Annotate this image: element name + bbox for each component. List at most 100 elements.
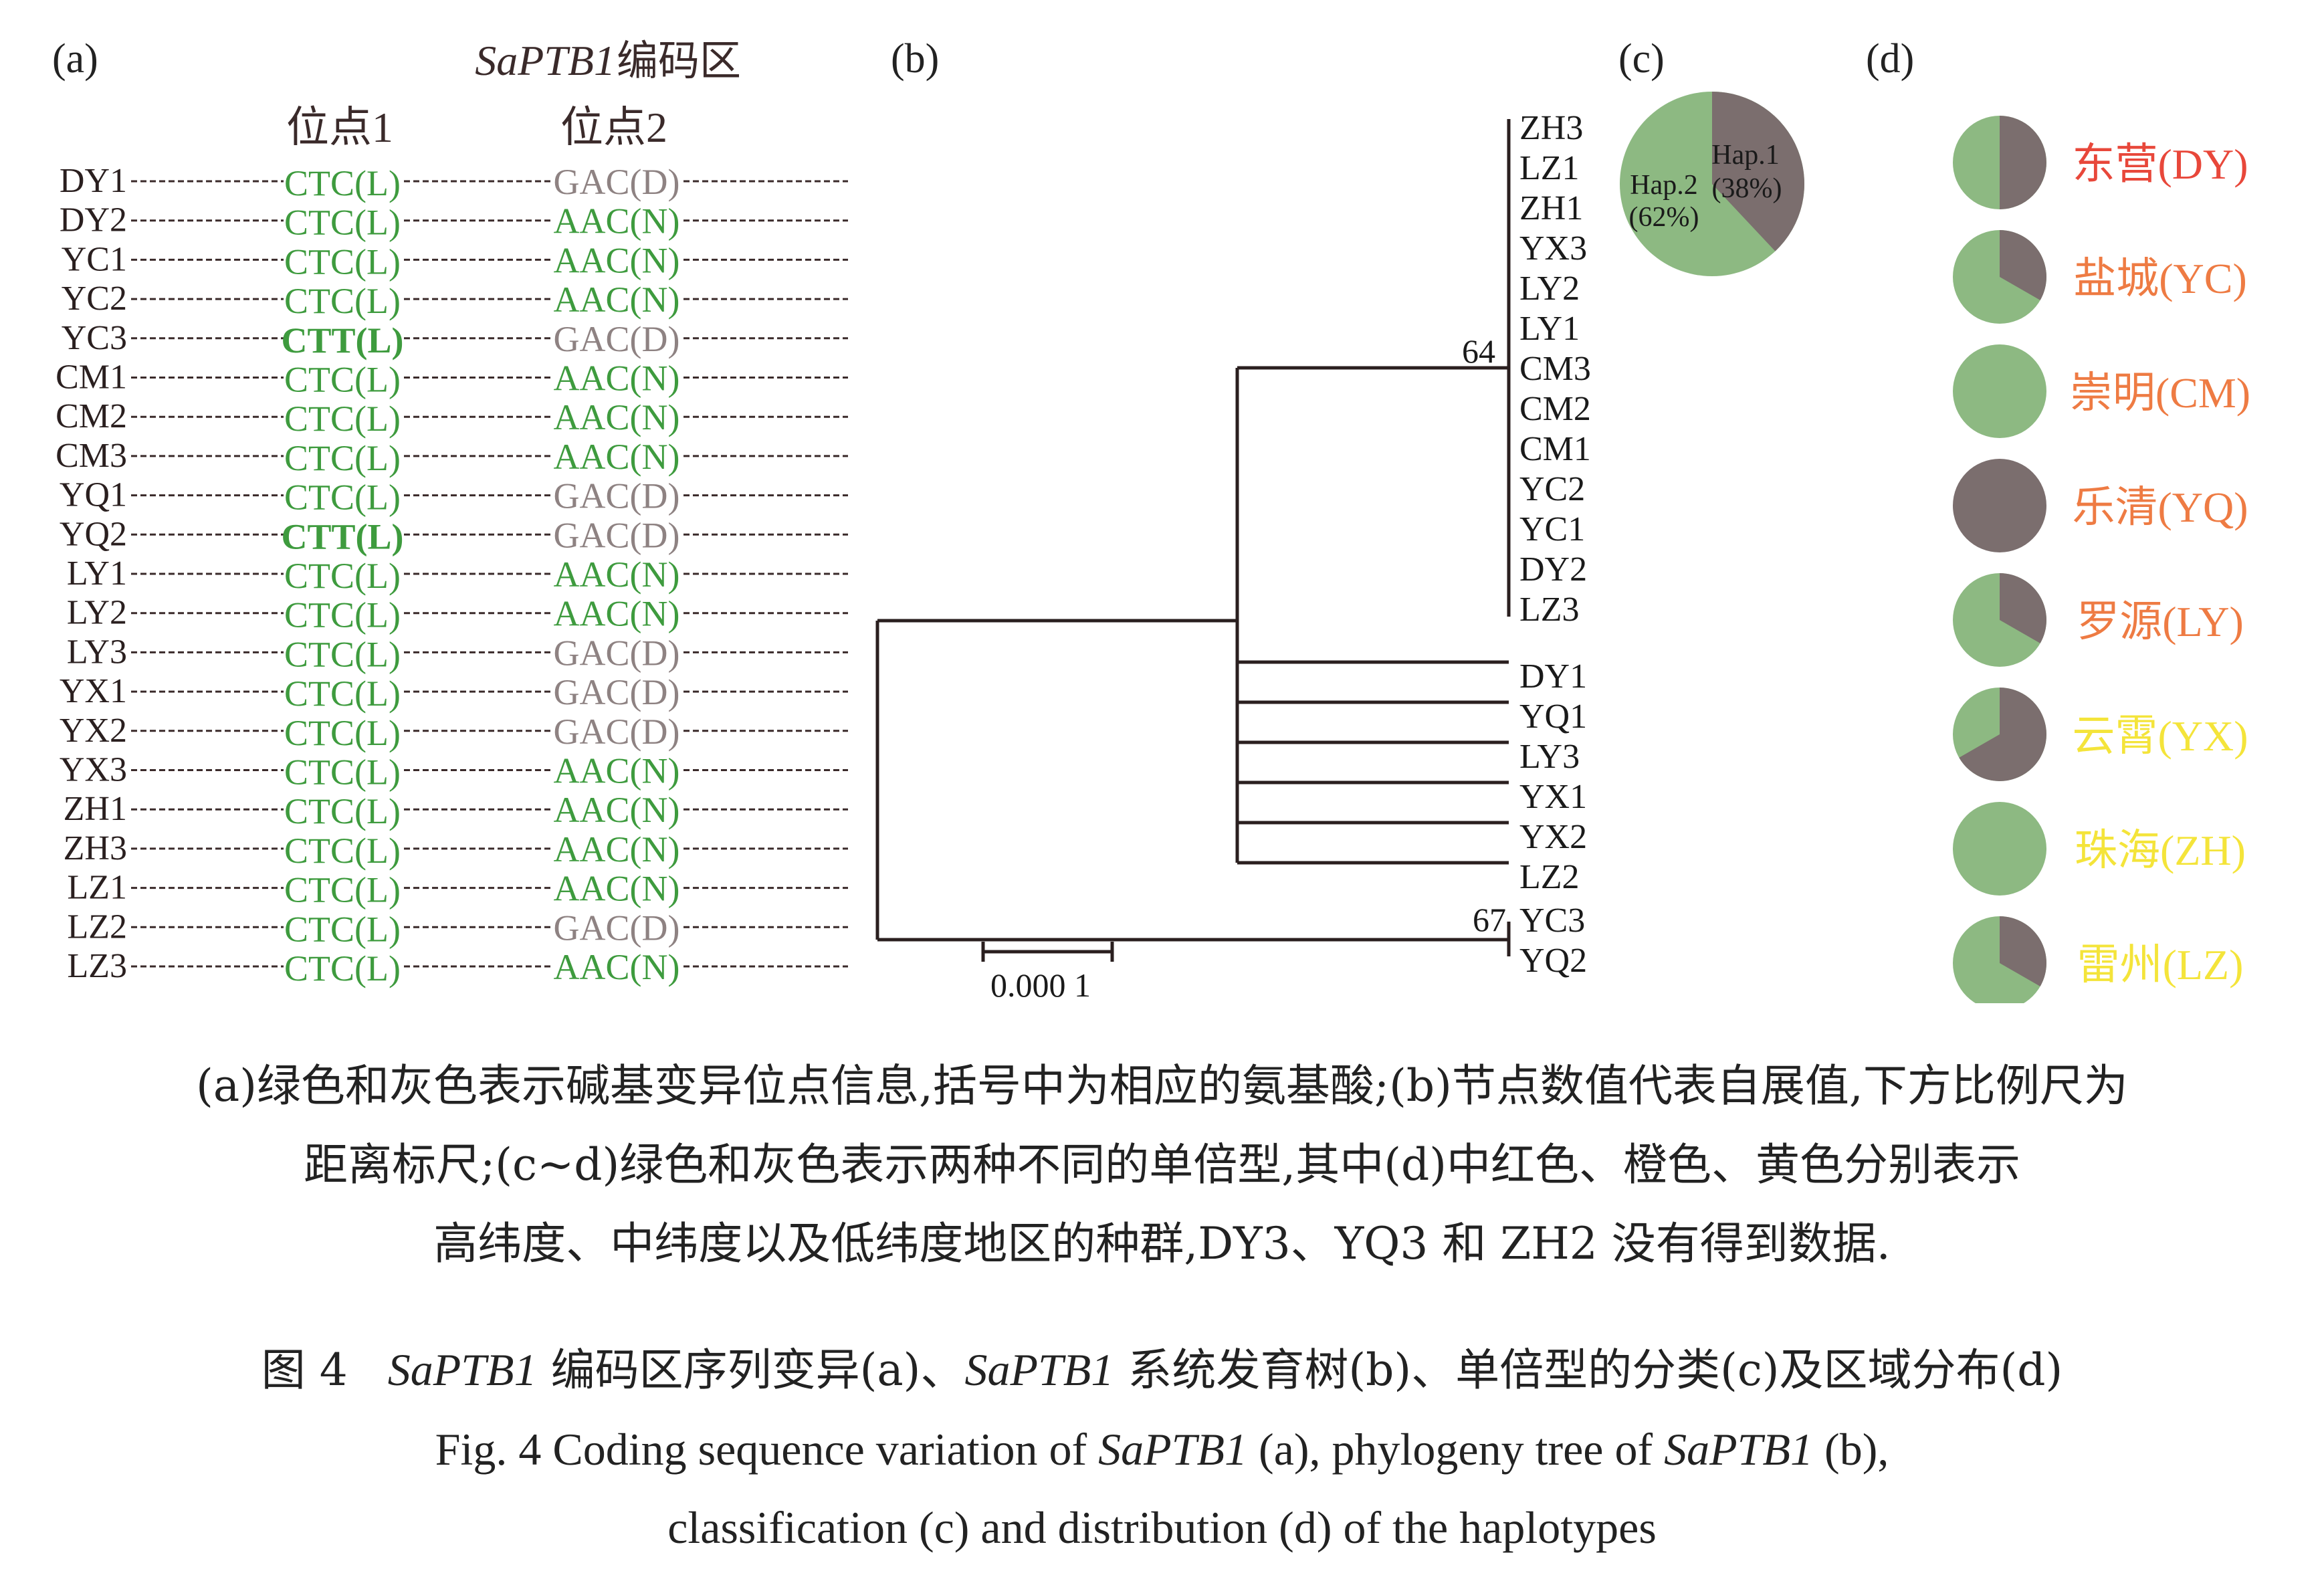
region-pie <box>1953 116 2046 209</box>
site2-codon: AAC(N) <box>554 829 680 869</box>
taxon-label: DY2 <box>1519 550 1587 589</box>
site1-codon: CTC(L) <box>284 948 401 988</box>
site2-codon: AAC(N) <box>554 594 680 634</box>
site1-codon: CTC(L) <box>284 595 401 635</box>
region-pie <box>1953 916 2046 1003</box>
site2-codon: GAC(D) <box>554 633 680 673</box>
site1-codon: CTC(L) <box>284 163 401 203</box>
panel-c-labels: Hap.1 (38%) Hap.2 (62%) <box>1629 140 1782 233</box>
site2-header: 位点2 <box>560 104 667 151</box>
taxon-label: CM2 <box>1519 390 1591 428</box>
site2-codon: AAC(N) <box>554 554 680 595</box>
caption-en-b: (a), phylogeny tree of <box>1247 1424 1665 1475</box>
panel-label-d: (d) <box>1866 36 1914 82</box>
site1-codon: CTC(L) <box>284 831 401 871</box>
caption-en-c: (b), <box>1813 1424 1889 1475</box>
taxon-label: ZH1 <box>1519 189 1583 227</box>
panel-label-c: (c) <box>1618 36 1665 82</box>
site2-codon: AAC(N) <box>554 437 680 477</box>
region-label: 雷州(LZ) <box>2077 941 2244 988</box>
sample-label: CM2 <box>56 397 127 435</box>
taxon-label: YC3 <box>1519 902 1585 940</box>
site1-codon: CTC(L) <box>284 281 401 321</box>
site2-codon: GAC(D) <box>554 162 680 202</box>
hap1-slice <box>2000 230 2047 300</box>
taxon-label: LZ1 <box>1519 149 1580 187</box>
panel-label-b: (b) <box>891 36 939 82</box>
site1-codon: CTT(L) <box>281 320 403 360</box>
region-label: 崇明(CM) <box>2070 369 2250 417</box>
site2-codon: AAC(N) <box>554 358 680 399</box>
region-label: 盐城(YC) <box>2073 255 2247 302</box>
site2-codon: GAC(D) <box>554 515 680 555</box>
taxon-label: YQ1 <box>1519 698 1587 736</box>
site1-codon: CTC(L) <box>284 713 401 753</box>
site1-codon: CTC(L) <box>284 870 401 910</box>
sample-label: LY2 <box>67 594 127 632</box>
taxon-label: DY1 <box>1519 657 1587 696</box>
taxon-label: LZ3 <box>1519 591 1580 629</box>
sample-label: YC3 <box>62 319 127 357</box>
taxon-label: YC1 <box>1519 510 1585 548</box>
region-label: 云霄(YX) <box>2072 712 2248 760</box>
site1-codon: CTT(L) <box>281 516 403 556</box>
region-pie <box>1953 230 2047 324</box>
scale-bar-label: 0.000 1 <box>990 966 1091 1003</box>
site1-codon: CTC(L) <box>284 791 401 831</box>
site1-codon: CTC(L) <box>284 438 401 478</box>
site2-codon: AAC(N) <box>554 790 680 830</box>
panel-a-header: SaPTB1 编码区 位点1 位点2 <box>286 37 741 151</box>
hap2-slice <box>1953 802 2046 896</box>
panel-d-regions: 东营(DY)盐城(YC)崇明(CM)乐清(YQ)罗源(LY)云霄(YX)珠海(Z… <box>1953 116 2250 1003</box>
caption-english-line-1: Fig. 4 Coding sequence variation of SaPT… <box>0 1423 2324 1476</box>
site1-codon: CTC(L) <box>284 556 401 596</box>
region-label: 罗源(LY) <box>2077 598 2244 645</box>
sample-label: CM1 <box>56 358 127 397</box>
taxon-label: CM1 <box>1519 430 1591 468</box>
sample-label: LY1 <box>67 554 127 593</box>
panel-a-title-suffix: 编码区 <box>617 39 741 84</box>
site2-codon: AAC(N) <box>554 751 680 791</box>
site1-codon: CTC(L) <box>284 634 401 674</box>
sample-label: YQ1 <box>60 476 127 514</box>
sample-label: CM3 <box>56 437 127 475</box>
clade2-bootstrap: 67 <box>1473 901 1506 938</box>
caption-cn-prefix: 图 4 <box>261 1344 348 1396</box>
taxon-label: CM3 <box>1519 350 1591 388</box>
panel-label-a: (a) <box>52 36 98 82</box>
site1-codon: CTC(L) <box>284 673 401 714</box>
region-pie <box>1953 802 2046 896</box>
hap1-slice <box>2000 573 2046 643</box>
caption-en-gene-1: SaPTB1 <box>1098 1424 1248 1475</box>
hap2-pct: (62%) <box>1629 202 1699 233</box>
hap2-label: Hap.2 <box>1630 170 1697 201</box>
region-label: 东营(DY) <box>2072 140 2248 188</box>
sample-label: YC2 <box>62 280 127 318</box>
taxon-label: YX2 <box>1519 818 1587 856</box>
site2-codon: GAC(D) <box>554 319 680 359</box>
region-pie <box>1953 688 2046 781</box>
hap1-slice <box>1953 459 2046 552</box>
region-pie <box>1953 459 2046 552</box>
site1-codon: CTC(L) <box>284 752 401 793</box>
panel-a-gene-name: SaPTB1 <box>475 37 615 84</box>
taxon-label: YX1 <box>1519 778 1587 816</box>
taxon-label: LY1 <box>1519 310 1580 348</box>
haplotype-pie <box>1620 92 1804 276</box>
sample-label: YC1 <box>62 240 127 278</box>
hap1-slice <box>1712 92 1804 251</box>
site2-codon: AAC(N) <box>554 240 680 280</box>
site1-codon: CTC(L) <box>284 360 401 400</box>
sample-label: YX2 <box>60 712 127 750</box>
site1-codon: CTC(L) <box>284 241 401 282</box>
site2-codon: AAC(N) <box>554 280 680 320</box>
panel-c-pie <box>1620 92 1804 276</box>
site1-codon: CTC(L) <box>284 203 401 243</box>
note-line-3: 高纬度、中纬度以及低纬度地区的种群,DY3、YQ3 和 ZH2 没有得到数据. <box>433 1218 1891 1269</box>
clade1-bootstrap: 64 <box>1462 332 1495 370</box>
sample-label: LZ2 <box>67 908 127 946</box>
sample-label: LZ1 <box>67 869 127 907</box>
sample-label: DY1 <box>60 162 127 200</box>
